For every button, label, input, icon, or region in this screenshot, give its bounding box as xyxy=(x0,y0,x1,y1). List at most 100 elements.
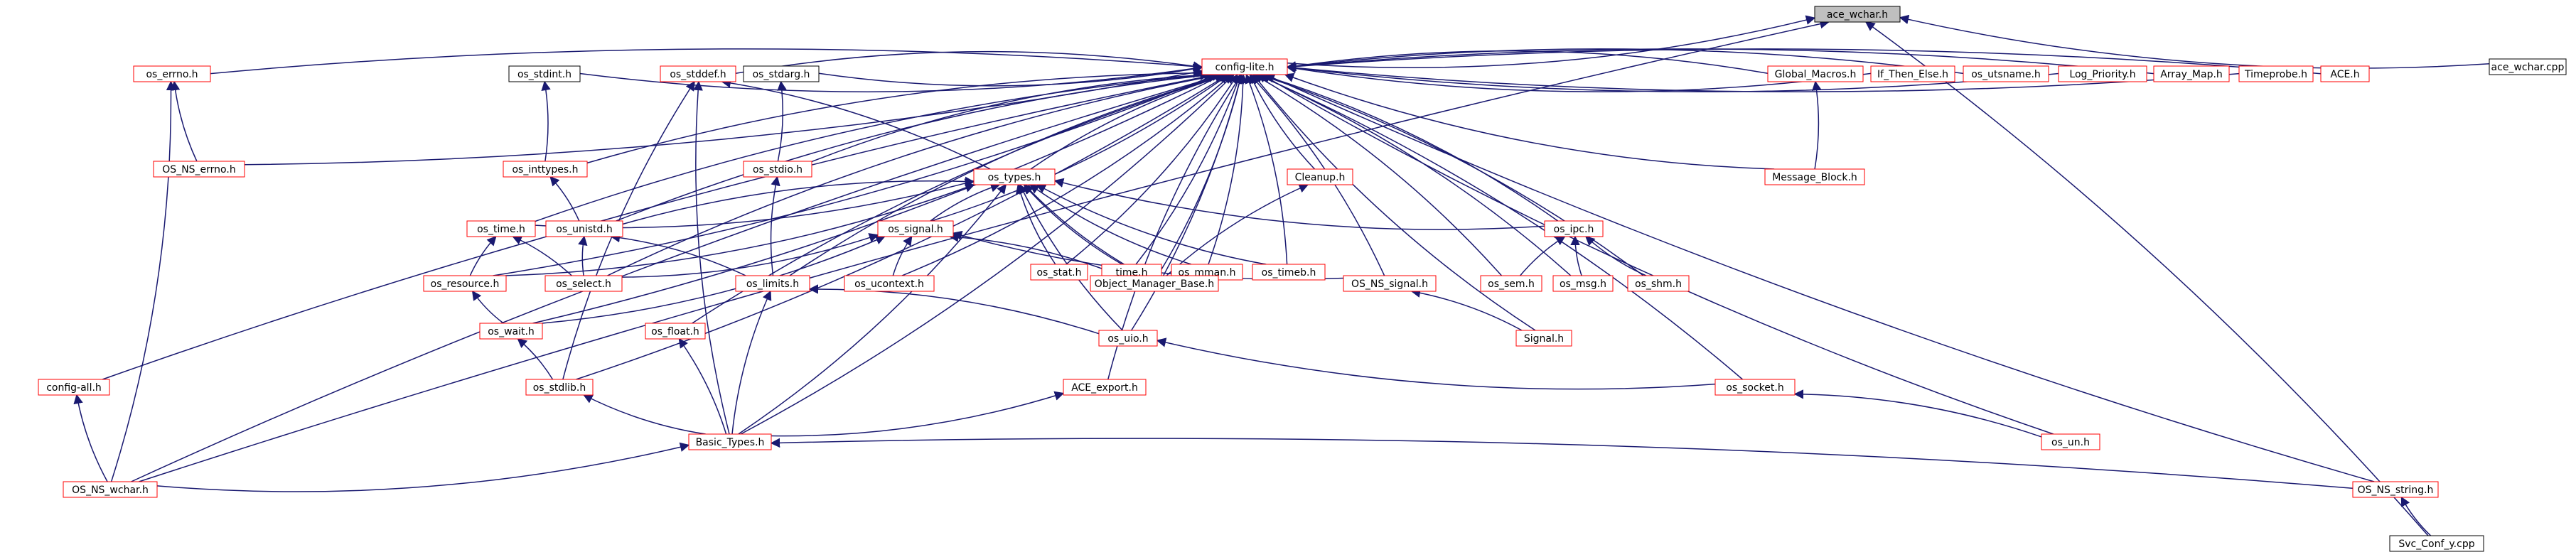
node-os-limits-h[interactable]: os_limits.h xyxy=(735,275,810,292)
node-basic-types-h[interactable]: Basic_Types.h xyxy=(688,433,772,450)
node-os-stdarg-h[interactable]: os_stdarg.h xyxy=(743,65,820,82)
node-label: OS_NS_string.h xyxy=(2358,485,2434,496)
node-box xyxy=(2153,65,2230,82)
node-os-inttypes-h[interactable]: os_inttypes.h xyxy=(503,161,588,178)
node-box xyxy=(645,323,706,340)
edge-os_inttypes_h-to-os_stdint_h xyxy=(541,80,551,162)
edge-os_select_h-to-os_unistd_h xyxy=(578,235,588,276)
node-box xyxy=(2389,535,2484,552)
node-label: os_ucontext.h xyxy=(854,278,924,290)
node-config-lite-h[interactable]: config-lite.h xyxy=(1201,58,1288,75)
node-label: os_shm.h xyxy=(1635,278,1682,290)
node-os-errno-h[interactable]: os_errno.h xyxy=(133,65,211,82)
node-os-uio-h[interactable]: os_uio.h xyxy=(1098,330,1158,347)
edge-basic_types_h-to-os_types_h xyxy=(738,183,1007,435)
node-label: Timeprobe.h xyxy=(2244,69,2307,80)
edge-os_un_h-to-config_lite_h xyxy=(1261,74,2054,435)
node-box xyxy=(743,161,812,178)
node-box xyxy=(2489,58,2567,75)
edge-basic_types_h-to-os_stdlib_h xyxy=(583,394,706,435)
edge-os_ucontext_h-to-os_signal_h xyxy=(892,235,913,276)
node-if-then-else-h[interactable]: If_Then_Else.h xyxy=(1870,65,1955,82)
node-box xyxy=(1714,379,1796,396)
node-os-msg-h[interactable]: os_msg.h xyxy=(1552,275,1614,292)
node-os-un-h[interactable]: os_un.h xyxy=(2041,433,2100,450)
node-box xyxy=(508,65,581,82)
node-global-macros-h[interactable]: Global_Macros.h xyxy=(1767,65,1864,82)
node-os-ns-string-h[interactable]: OS_NS_string.h xyxy=(2352,481,2439,498)
node-os-stat-h[interactable]: os_stat.h xyxy=(1030,264,1088,281)
node-box xyxy=(1343,275,1437,292)
node-box xyxy=(153,161,245,178)
edge-signal_h-to-config_lite_h xyxy=(1252,73,1536,331)
node-os-timeb-h[interactable]: os_timeb.h xyxy=(1252,264,1326,281)
edge-os_stdio_h-to-config_lite_h xyxy=(811,70,1211,163)
node-os-resource-h[interactable]: os_resource.h xyxy=(423,275,507,292)
node-label: Basic_Types.h xyxy=(696,437,765,448)
edge-ace_h-to-config_lite_h xyxy=(1286,48,2322,75)
node-os-select-h[interactable]: os_select.h xyxy=(544,275,623,292)
node-os-socket-h[interactable]: os_socket.h xyxy=(1714,379,1796,396)
node-os-stdlib-h[interactable]: os_stdlib.h xyxy=(525,379,594,396)
node-label: os_un.h xyxy=(2051,437,2090,448)
edge-basic_types_h-to-ace_export_h xyxy=(771,391,1065,437)
edge-os_wait_h-to-os_signal_h xyxy=(542,235,886,324)
node-os-unistd-h[interactable]: os_unistd.h xyxy=(545,220,623,237)
node-os-shm-h[interactable]: os_shm.h xyxy=(1627,275,1690,292)
node-os-stdio-h[interactable]: os_stdio.h xyxy=(743,161,812,178)
node-os-ns-errno-h[interactable]: OS_NS_errno.h xyxy=(153,161,245,178)
node-box xyxy=(2352,481,2439,498)
node-label: Log_Priority.h xyxy=(2069,69,2135,80)
edge-basic_types_h-to-os_float_h xyxy=(678,337,727,435)
node-os-utsname-h[interactable]: os_utsname.h xyxy=(1963,65,2049,82)
node-log-priority-h[interactable]: Log_Priority.h xyxy=(2058,65,2147,82)
node-os-types-h[interactable]: os_types.h xyxy=(973,168,1056,185)
edge-ace_wchar_cpp-to-ace_wchar_h xyxy=(1899,14,2490,69)
node-timeprobe-h[interactable]: Timeprobe.h xyxy=(2238,65,2314,82)
node-os-time-h[interactable]: os_time.h xyxy=(466,220,536,237)
node-box xyxy=(1767,65,1864,82)
edge-os_ns_wchar_h-to-basic_types_h xyxy=(156,442,690,492)
node-label: os_stddef.h xyxy=(670,69,726,80)
node-label: OS_NS_signal.h xyxy=(1351,278,1428,290)
node-label: os_uio.h xyxy=(1107,333,1148,345)
edge-os_ns_wchar_h-to-config_all_h xyxy=(73,394,108,482)
node-box xyxy=(1098,330,1158,347)
node-array-map-h[interactable]: Array_Map.h xyxy=(2153,65,2230,82)
edge-os_types_h-to-os_stddef_h xyxy=(721,78,991,170)
node-ace-wchar-h[interactable]: ace_wchar.h xyxy=(1814,6,1901,23)
node-ace-h[interactable]: ACE.h xyxy=(2320,65,2370,82)
node-os-stddef-h[interactable]: os_stddef.h xyxy=(660,65,736,82)
edge-os_stdarg_h-to-config_lite_h xyxy=(818,64,1203,87)
node-label: os_float.h xyxy=(651,326,699,337)
node-box xyxy=(735,275,810,292)
node-message-block-h[interactable]: Message_Block.h xyxy=(1764,168,1865,185)
node-ace-wchar-cpp[interactable]: ace_wchar.cpp xyxy=(2489,58,2567,75)
node-os-stdint-h[interactable]: os_stdint.h xyxy=(508,65,581,82)
node-box xyxy=(1480,275,1542,292)
node-box xyxy=(877,220,954,237)
node-label: os_msg.h xyxy=(1560,278,1606,290)
edge-os_wait_h-to-config_lite_h xyxy=(532,74,1224,324)
node-os-ipc-h[interactable]: os_ipc.h xyxy=(1544,220,1604,237)
node-label: config-all.h xyxy=(46,382,102,394)
node-os-ns-signal-h[interactable]: OS_NS_signal.h xyxy=(1343,275,1437,292)
node-os-ucontext-h[interactable]: os_ucontext.h xyxy=(844,275,935,292)
node-object-manager-base-h[interactable]: Object_Manager_Base.h xyxy=(1090,275,1219,292)
node-os-wait-h[interactable]: os_wait.h xyxy=(479,323,543,340)
node-os-float-h[interactable]: os_float.h xyxy=(645,323,706,340)
node-svc-conf-y-cpp[interactable]: Svc_Conf_y.cpp xyxy=(2389,535,2484,552)
node-cleanup-h[interactable]: Cleanup.h xyxy=(1287,168,1353,185)
node-os-sem-h[interactable]: os_sem.h xyxy=(1480,275,1542,292)
node-box xyxy=(1063,379,1147,396)
edge-os_sem_h-to-config_lite_h xyxy=(1253,74,1503,276)
edge-basic_types_h-to-os_limits_h xyxy=(731,290,772,435)
edge-os_inttypes_h-to-config_lite_h xyxy=(586,68,1203,164)
node-os-ns-wchar-h[interactable]: OS_NS_wchar.h xyxy=(63,481,158,498)
node-ace-export-h[interactable]: ACE_export.h xyxy=(1063,379,1147,396)
node-signal-h[interactable]: Signal.h xyxy=(1515,330,1572,347)
node-label: os_errno.h xyxy=(146,69,198,80)
node-config-all-h[interactable]: config-all.h xyxy=(38,379,110,396)
node-os-signal-h[interactable]: os_signal.h xyxy=(877,220,954,237)
